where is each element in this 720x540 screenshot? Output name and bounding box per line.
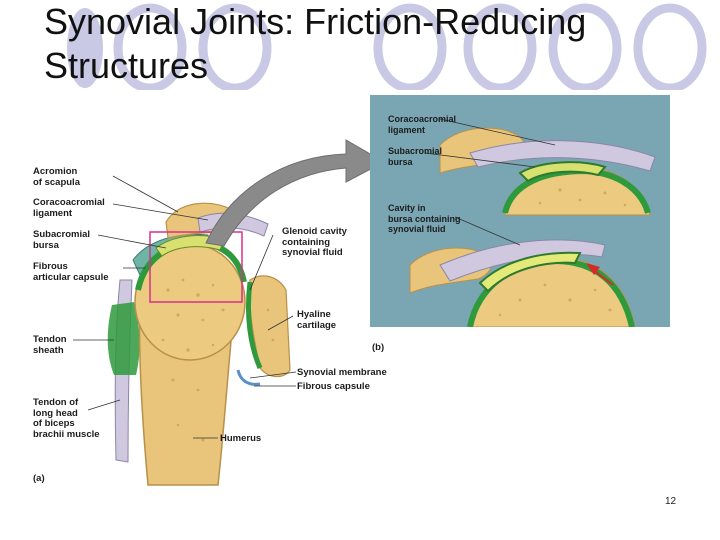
bursa-lower xyxy=(478,251,582,293)
bursa-upper xyxy=(518,161,607,183)
shoulder-joint-diagram xyxy=(73,175,297,486)
label-synovial-membrane: Synovial membrane xyxy=(297,367,387,378)
glenoid-scapula xyxy=(249,275,291,378)
label-coracoacromial-b: Coracoacromial ligament xyxy=(388,114,457,135)
title-line-1: Synovial Joints: Friction-Reducing xyxy=(44,1,587,42)
highlight-box xyxy=(149,231,243,303)
red-arrow xyxy=(586,263,614,286)
label-fibrous-capsule-right: Fibrous capsule xyxy=(297,381,370,392)
label-humerus: Humerus xyxy=(220,433,262,444)
leader-lines-a xyxy=(73,175,297,439)
page-number: 12 xyxy=(665,496,677,507)
label-hyaline: Hyaline cartilage xyxy=(297,309,337,331)
label-tendon-long-head: Tendon of long head of biceps brachii mu… xyxy=(33,397,100,440)
glenoid-cartilage xyxy=(246,281,263,369)
slide-title: Synovial Joints: Friction-Reducing Struc… xyxy=(44,0,684,88)
bursa-detail-diagram xyxy=(370,95,670,327)
title-decoration xyxy=(67,3,707,90)
label-glenoid: Glenoid cavity containing synovial fluid xyxy=(282,226,347,258)
label-acromion: Acromion of scapula xyxy=(33,166,80,188)
label-subacromial-a: Subacromial bursa xyxy=(33,229,91,251)
ligament-lower xyxy=(439,239,606,282)
tendon-sheath xyxy=(107,302,140,375)
label-fibrous-capsule: Fibrous articular capsule xyxy=(33,261,109,283)
panel-label-b: (b) xyxy=(372,342,385,353)
label-subacromial-b: Subacromial bursa xyxy=(388,146,443,167)
bone-texture xyxy=(161,278,275,442)
label-cavity: Cavity in bursa containing synovial flui… xyxy=(388,203,461,234)
synovial-membrane-shape xyxy=(236,369,261,386)
title-line-2: Structures xyxy=(44,45,209,86)
label-tendon-sheath: Tendon sheath xyxy=(33,334,67,356)
panel-label-a: (a) xyxy=(33,473,45,484)
ligament-upper xyxy=(469,140,656,172)
label-coracoacromial-a: Coracoacromial ligament xyxy=(33,197,105,219)
